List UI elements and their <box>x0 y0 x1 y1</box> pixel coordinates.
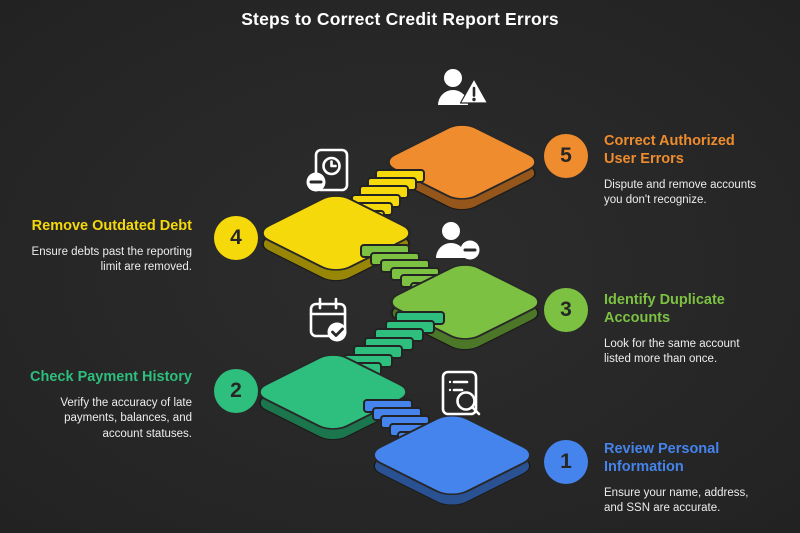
step-number: 4 <box>230 226 242 249</box>
step-title: Remove Outdated Debt <box>31 218 192 234</box>
step-number-badge: 1 <box>544 440 588 484</box>
step-1-text: Review Personal Information Ensure your … <box>604 441 766 517</box>
platform-step-2 <box>257 354 409 441</box>
calendar-check-icon <box>309 297 347 342</box>
step-5-text: Correct Authorized User Errors Dispute a… <box>604 133 766 209</box>
document-clock-icon <box>306 148 349 192</box>
step-3-text: Identify Duplicate Accounts Look for the… <box>604 292 766 368</box>
step-number: 5 <box>560 144 572 167</box>
step-number: 2 <box>230 379 242 402</box>
step-4-text: Remove Outdated Debt Ensure debts past t… <box>28 218 192 276</box>
step-2-text: Check Payment History Verify the accurac… <box>28 369 192 442</box>
step-description: Ensure debts past the reporting limit ar… <box>31 245 192 274</box>
user-alert-icon <box>438 69 489 105</box>
user-remove-icon <box>436 222 480 260</box>
step-number: 3 <box>560 298 572 321</box>
step-description: Dispute and remove accounts you don't re… <box>604 178 757 207</box>
step-number-badge: 4 <box>214 216 258 260</box>
step-number: 1 <box>560 450 572 473</box>
step-number-badge: 3 <box>544 288 588 332</box>
step-title: Identify Duplicate Accounts <box>604 292 725 326</box>
step-description: Look for the same account listed more th… <box>604 337 740 366</box>
step-number-badge: 5 <box>544 134 588 178</box>
platform-step-5 <box>386 124 538 211</box>
infographic-title: Steps to Correct Credit Report Errors <box>241 9 559 29</box>
step-description: Verify the accuracy of late payments, ba… <box>60 396 192 440</box>
step-title: Review Personal Information <box>604 441 720 475</box>
step-description: Ensure your name, address, and SSN are a… <box>604 486 749 515</box>
document-search-icon <box>441 370 481 416</box>
step-number-badge: 2 <box>214 369 258 413</box>
step-title: Check Payment History <box>30 369 192 385</box>
step-title: Correct Authorized User Errors <box>604 133 735 167</box>
platform-step-1 <box>371 414 533 507</box>
